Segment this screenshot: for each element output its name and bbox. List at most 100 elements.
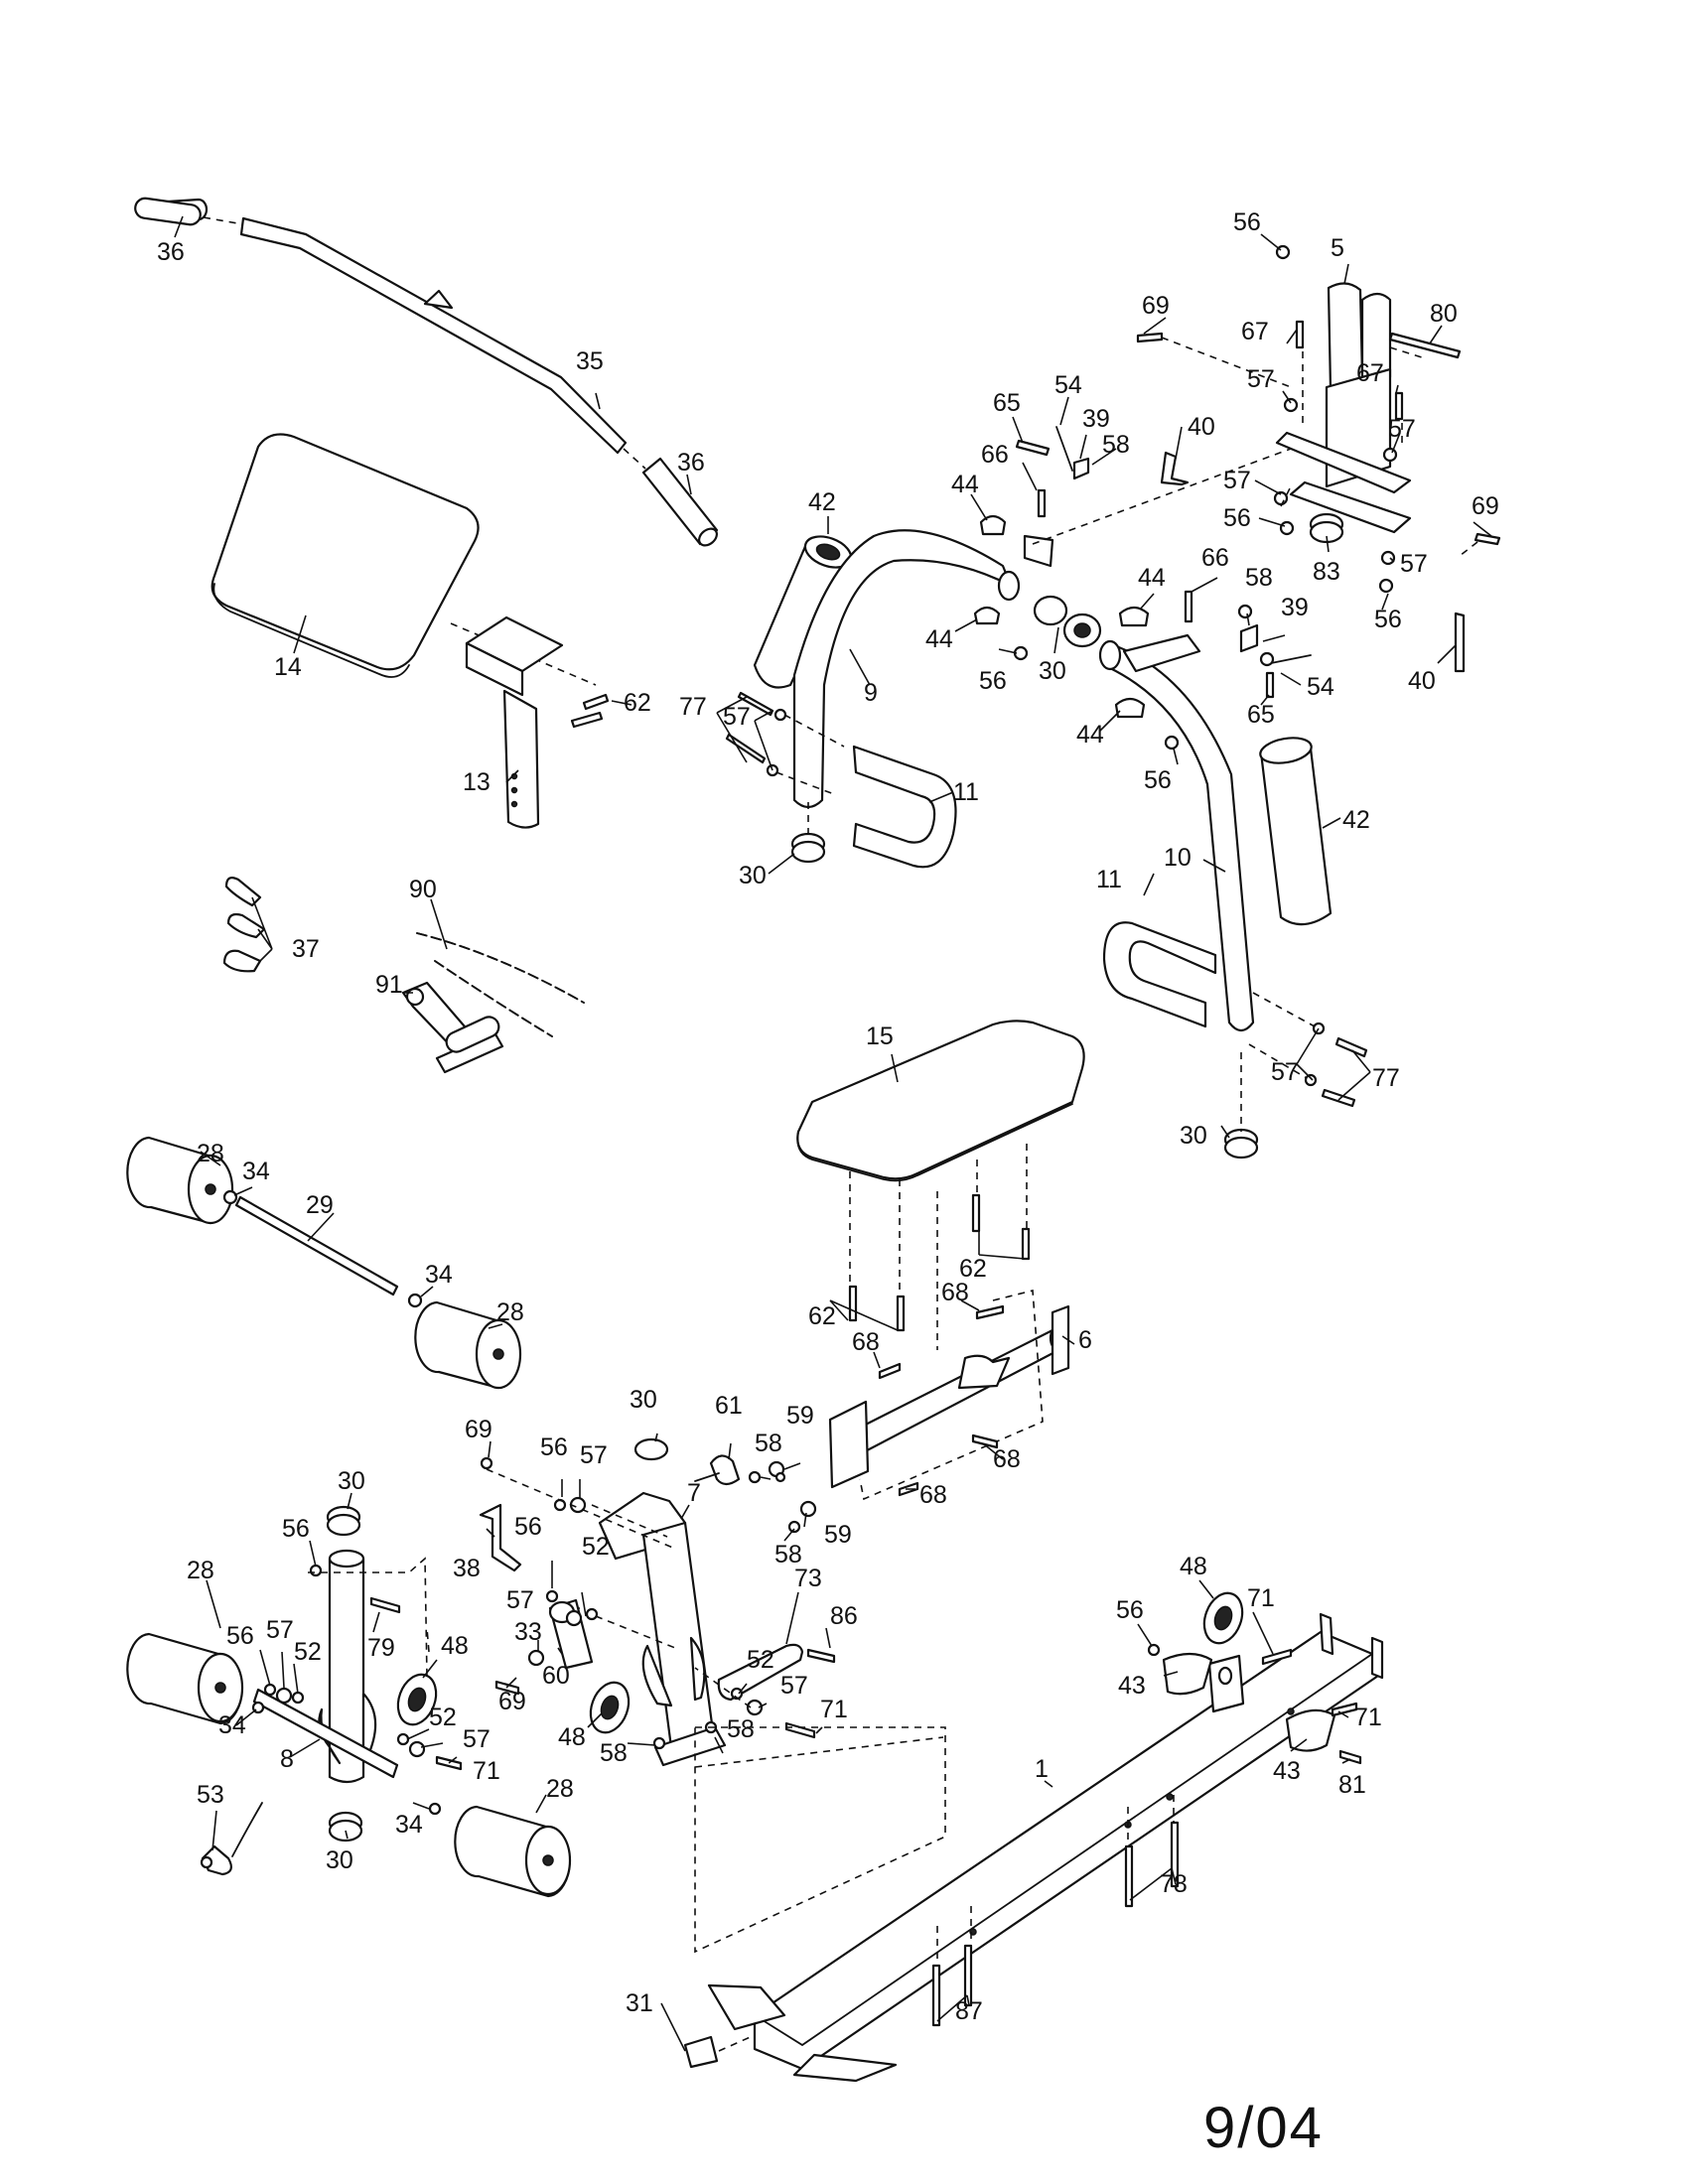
part-bracket-base: [1207, 1654, 1245, 1713]
part-56-nut-right: [1164, 735, 1180, 751]
callout-43: 43: [1118, 1672, 1146, 1700]
part-36-grip-right: [641, 457, 719, 547]
callout-34: 34: [218, 1711, 246, 1739]
callout-60: 60: [542, 1662, 570, 1690]
callout-44: 44: [1076, 721, 1104, 749]
callout-52: 52: [582, 1533, 610, 1561]
callout-30: 30: [739, 862, 767, 889]
callout-9: 9: [864, 679, 878, 707]
callout-62: 62: [959, 1255, 987, 1283]
callout-66: 66: [1201, 544, 1229, 572]
callout-68: 68: [993, 1445, 1021, 1473]
callout-57: 57: [266, 1616, 294, 1644]
callout-53: 53: [197, 1781, 224, 1809]
callout-56: 56: [1116, 1596, 1144, 1624]
callout-8: 8: [280, 1745, 294, 1773]
callout-71: 71: [1247, 1584, 1275, 1612]
callout-57: 57: [463, 1725, 491, 1753]
callout-57: 57: [780, 1672, 808, 1700]
callout-57: 57: [1271, 1058, 1299, 1086]
callout-14: 14: [274, 653, 302, 681]
part-62-seat-bolts: [848, 1193, 1031, 1332]
callout-33: 33: [514, 1618, 542, 1646]
callout-71: 71: [473, 1757, 500, 1785]
callout-11: 11: [1096, 866, 1122, 893]
callout-28: 28: [187, 1557, 214, 1584]
callout-58: 58: [755, 1430, 782, 1457]
part-10-leg-frame-right: [1098, 633, 1255, 1032]
part-13-pad-post: [465, 615, 564, 829]
part-29-roller-axle: [234, 1195, 399, 1297]
callout-71: 71: [820, 1696, 848, 1723]
callout-34: 34: [425, 1261, 453, 1289]
part-40-pins: [1160, 451, 1466, 673]
part-43-end-caps: [1162, 1652, 1336, 1752]
callout-30: 30: [326, 1846, 353, 1874]
callout-37: 37: [292, 935, 320, 963]
part-9-leg-frame-left: [792, 529, 1021, 809]
callout-59: 59: [824, 1521, 852, 1549]
part-42-foam-pad-left: [753, 535, 853, 689]
callout-58: 58: [600, 1739, 628, 1767]
callout-48: 48: [441, 1632, 469, 1660]
part-34-washer-upper-right: [407, 1293, 423, 1308]
part-39-54-65-right: [1237, 604, 1312, 699]
part-8-lower-post: [252, 1549, 399, 1784]
callout-59: 59: [786, 1402, 814, 1430]
callout-68: 68: [941, 1279, 969, 1306]
callout-81: 81: [1338, 1771, 1366, 1799]
part-77-57-bolts-right: [1304, 1022, 1368, 1108]
callout-6: 6: [1078, 1326, 1092, 1354]
part-28-roller-lower-right: [454, 1805, 572, 1898]
callout-1: 1: [1035, 1755, 1049, 1783]
callout-69: 69: [1142, 292, 1170, 320]
callout-34: 34: [242, 1158, 270, 1185]
callout-67: 67: [1356, 359, 1384, 387]
part-66-bolt-right: [1184, 590, 1193, 623]
callout-39: 39: [1082, 405, 1110, 433]
callout-56: 56: [540, 1433, 568, 1461]
part-73-bracket: [717, 1643, 804, 1702]
callout-40: 40: [1188, 413, 1215, 441]
part-34-washer-upper-left: [222, 1189, 238, 1205]
callout-30: 30: [630, 1386, 657, 1414]
part-86-bolt: [806, 1648, 836, 1664]
callout-56: 56: [1374, 606, 1402, 633]
callout-65: 65: [993, 389, 1021, 417]
callout-57: 57: [723, 703, 751, 731]
callout-44: 44: [1138, 564, 1166, 592]
callout-58: 58: [727, 1715, 755, 1743]
callout-79: 79: [367, 1634, 395, 1662]
callout-62: 62: [624, 689, 651, 717]
callout-44: 44: [925, 625, 953, 653]
callout-30: 30: [1180, 1122, 1207, 1150]
callout-56: 56: [226, 1622, 254, 1650]
part-61-knob: [694, 1454, 741, 1486]
part-11-foot-loop-right: [1102, 921, 1217, 1028]
part-15-seat-pad: [796, 1020, 1085, 1182]
callout-57: 57: [580, 1441, 608, 1469]
part-6-seat-frame: [828, 1304, 1070, 1489]
part-30-cap-left-frame: [790, 832, 826, 864]
part-5-base-plate: [1275, 431, 1412, 534]
callout-56: 56: [979, 667, 1007, 695]
callout-labels: 36 36 35 14 13 62 37 90 91 28 34 29 34 2…: [157, 208, 1499, 2025]
callout-38: 38: [453, 1555, 481, 1582]
callout-77: 77: [1372, 1064, 1400, 1092]
part-bolts-top-right: [1136, 244, 1501, 594]
callout-39: 39: [1281, 594, 1309, 621]
callout-69: 69: [498, 1688, 526, 1715]
callout-11: 11: [953, 778, 979, 806]
callout-56: 56: [1223, 504, 1251, 532]
part-65-54-39-66-left: [1015, 426, 1090, 568]
callout-13: 13: [463, 768, 491, 796]
callout-69: 69: [1472, 492, 1499, 520]
callout-28: 28: [197, 1140, 224, 1167]
callout-57: 57: [1247, 365, 1275, 393]
callout-67: 67: [1241, 318, 1269, 345]
callout-71: 71: [1354, 1704, 1382, 1731]
callout-52: 52: [747, 1646, 774, 1674]
callout-28: 28: [496, 1298, 524, 1326]
callout-40: 40: [1408, 667, 1436, 695]
callout-5: 5: [1331, 234, 1344, 262]
